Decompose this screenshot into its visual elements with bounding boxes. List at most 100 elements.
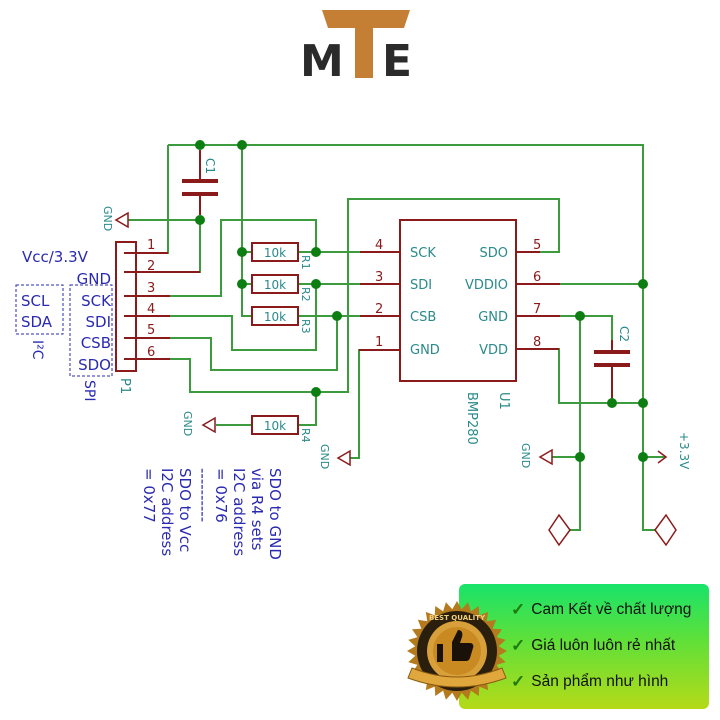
promo-item-text: Cam Kết về chất lượng [531, 601, 692, 618]
logo-letter-m: M [300, 36, 344, 80]
label-scl: SCL [21, 292, 50, 310]
u1-pin-name: VDDIO [465, 278, 508, 293]
u1-pin-name: CSB [410, 310, 436, 325]
promo-item-text: Sản phẩm như hình [531, 673, 669, 690]
label-sck: SCK [81, 292, 112, 310]
junction-dot [311, 279, 321, 289]
u1-pin-name: SDO [480, 246, 509, 261]
badge-text: BEST QUALITY [429, 614, 486, 622]
port-flag-gnd [548, 513, 571, 547]
junction-dot [332, 311, 342, 321]
label-csb: CSB [81, 334, 111, 352]
vcc-label: +3.3V [677, 432, 691, 470]
p1-pin-3: 3 [147, 281, 155, 296]
u1-pin-name: SDI [410, 278, 432, 293]
junction-dot [638, 279, 648, 289]
best-quality-badge-icon: BEST QUALITY [407, 601, 507, 701]
u1-ref: U1 [496, 392, 511, 410]
u1-pin-name: SCK [410, 246, 436, 261]
wire-pin6 [140, 198, 560, 393]
resistor-r4: 10k R4 [251, 415, 312, 443]
label-vcc: Vcc/3.3V [22, 248, 89, 266]
promo-item: ✓ Giá luôn luôn rẻ nhất [511, 636, 675, 656]
u1-pin-num: 4 [375, 238, 383, 253]
wire-res-bus [241, 145, 252, 317]
p1-pin-4: 4 [147, 302, 155, 317]
r3-value: 10k [264, 310, 286, 324]
wire-gnd-rail [570, 316, 581, 531]
connector-p1: 1 2 3 4 5 6 P1 Vcc/3.3V GND SCK SDI CSB … [15, 238, 200, 401]
r3-ref: R3 [299, 319, 312, 334]
wire-vdd [540, 348, 643, 404]
spi-group-label: SPI [81, 380, 97, 401]
r4-value: 10k [264, 419, 286, 433]
gnd-label: GND [318, 444, 331, 469]
thumbs-up-icon [437, 630, 474, 662]
u1-pin-num: 5 [533, 238, 541, 253]
logo-t-stem [355, 28, 373, 78]
note-line: I2C address [158, 468, 176, 556]
r1-value: 10k [264, 246, 286, 260]
note-line: SDO to Vcc [176, 468, 194, 552]
gnd-symbol-top: GND [101, 206, 129, 231]
resistor-r2: 10k R2 [251, 274, 312, 302]
junctions [195, 140, 648, 462]
r2-value: 10k [264, 278, 286, 292]
u1-pin-num: 8 [533, 335, 541, 350]
junction-dot [607, 398, 617, 408]
p1-pin-5: 5 [147, 323, 155, 338]
wire-pin1 [140, 145, 169, 254]
p1-ref: P1 [117, 378, 132, 394]
check-icon: ✓ [511, 600, 526, 619]
p1-pin-2: 2 [147, 259, 155, 274]
gnd-symbol-u1: GND [318, 444, 351, 469]
wire-u1-gnd [350, 349, 380, 459]
mte-logo: M E [300, 10, 412, 80]
note-line: SDO to GND [266, 468, 284, 560]
capacitor-c2: C2 [594, 326, 631, 398]
junction-dot [311, 247, 321, 257]
vcc-symbol: +3.3V [657, 432, 691, 470]
i2c-group-box [15, 284, 64, 335]
junction-dot [575, 452, 585, 462]
u1-pin-name: VDD [479, 343, 508, 358]
junction-dot [237, 140, 247, 150]
note-line: = 0x76 [212, 468, 230, 523]
p1-pin-1: 1 [147, 238, 155, 253]
spi-group-box [69, 284, 113, 377]
junction-dot [195, 215, 205, 225]
check-icon: ✓ [511, 636, 526, 655]
junction-dot [638, 398, 648, 408]
u1-pin-num: 3 [375, 270, 383, 285]
junction-dot [195, 140, 205, 150]
wire-pin4 [140, 284, 317, 351]
note-line: ---------- [194, 468, 212, 522]
gnd-label: GND [519, 443, 532, 468]
gnd-label: GND [101, 206, 114, 231]
chip-u1: 4 3 2 1 5 6 7 8 SCK SDI CSB GND SDO VDDI… [359, 219, 560, 445]
promo-item: ✓ Cam Kết về chất lượng [511, 600, 691, 620]
logo-t-bar [322, 10, 410, 28]
label-sdi: SDI [86, 313, 112, 331]
wire-u1-gnd7 [540, 315, 613, 340]
r2-ref: R2 [299, 287, 312, 302]
check-icon: ✓ [511, 672, 526, 691]
c1-ref: C1 [203, 158, 217, 174]
address-notes: SDO to GND via R4 sets I2C address = 0x7… [140, 468, 284, 560]
u1-pin-name: GND [410, 343, 440, 358]
r1-ref: R1 [299, 255, 312, 270]
promo-item-text: Giá luôn luôn rẻ nhất [531, 637, 676, 654]
wire-r4 [298, 392, 317, 426]
gnd-symbol-right: GND [519, 443, 553, 468]
promo-item: ✓ Sản phẩm như hình [511, 672, 668, 692]
wire-vcc-rail-down [642, 283, 655, 531]
capacitor-c1: C1 [182, 150, 218, 215]
junction-dot [311, 387, 321, 397]
wire-top-rail [168, 144, 644, 283]
junction-dot [237, 247, 247, 257]
label-sda: SDA [21, 313, 53, 331]
label-gnd: GND [77, 270, 111, 288]
logo-letter-e: E [382, 36, 412, 80]
junction-dot [237, 279, 247, 289]
u1-pin-num: 6 [533, 270, 541, 285]
